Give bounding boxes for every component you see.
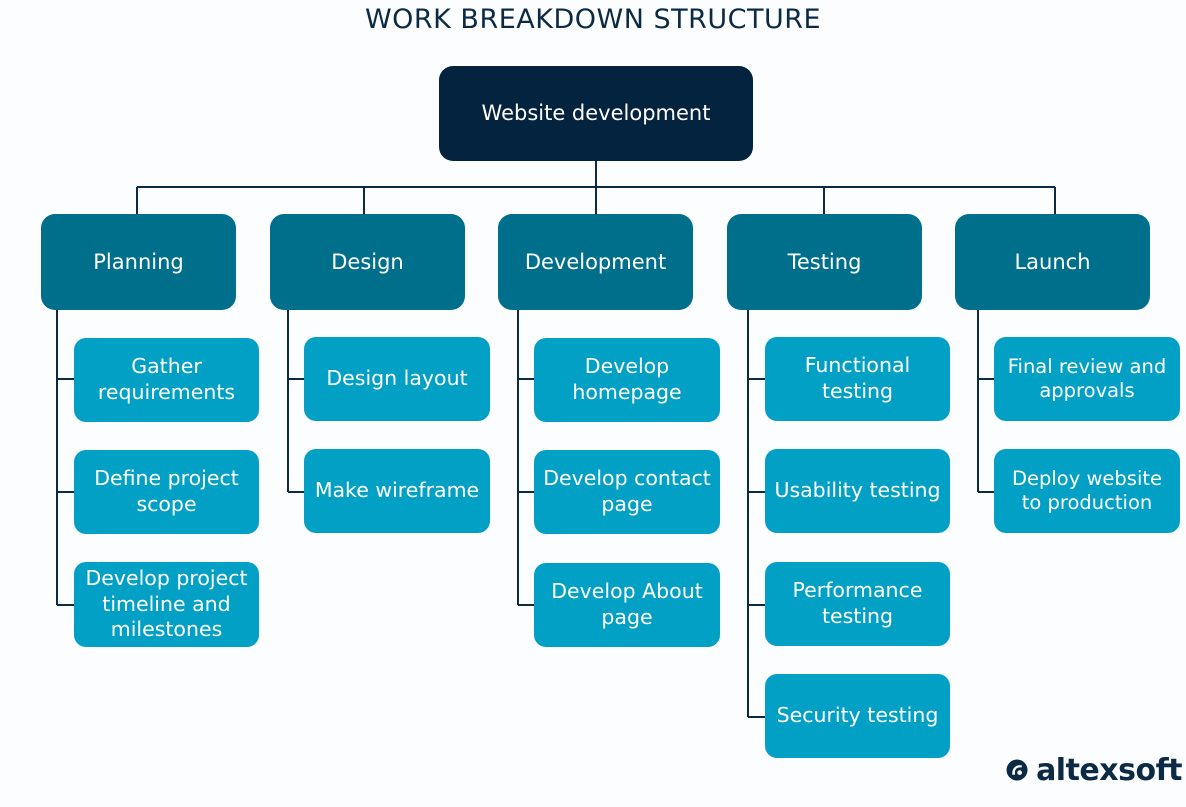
phase-node-planning: Planning [41,214,236,310]
task-node-security-testing: Security testing [765,674,950,758]
root-node-website-development: Website development [439,66,753,161]
altexsoft-logo: altexsoft [1006,747,1182,793]
altexsoft-logo-icon [1006,759,1028,781]
phase-node-testing: Testing [727,214,922,310]
task-node-develop-homepage: Develop homepage [534,338,720,422]
task-node-develop-about-page: Develop About page [534,563,720,647]
task-node-make-wireframe: Make wireframe [304,449,490,533]
altexsoft-logo-text: altexsoft [1036,752,1182,788]
task-node-design-layout: Design layout [304,337,490,421]
task-node-gather-requirements: Gather requirements [74,338,259,422]
task-node-deploy-website: Deploy website to production [994,449,1180,533]
phase-node-launch: Launch [955,214,1150,310]
task-node-usability-testing: Usability testing [765,449,950,533]
phase-node-design: Design [270,214,465,310]
phase-node-development: Development [498,214,693,310]
task-node-develop-project-timeline: Develop project timeline and milestones [74,562,259,647]
task-node-functional-testing: Functional testing [765,337,950,421]
task-node-performance-testing: Performance testing [765,562,950,646]
task-node-final-review: Final review and approvals [994,337,1180,421]
task-node-define-project-scope: Define project scope [74,450,259,534]
diagram-title: WORK BREAKDOWN STRUCTURE [364,4,822,35]
task-node-develop-contact-page: Develop contact page [534,450,720,534]
